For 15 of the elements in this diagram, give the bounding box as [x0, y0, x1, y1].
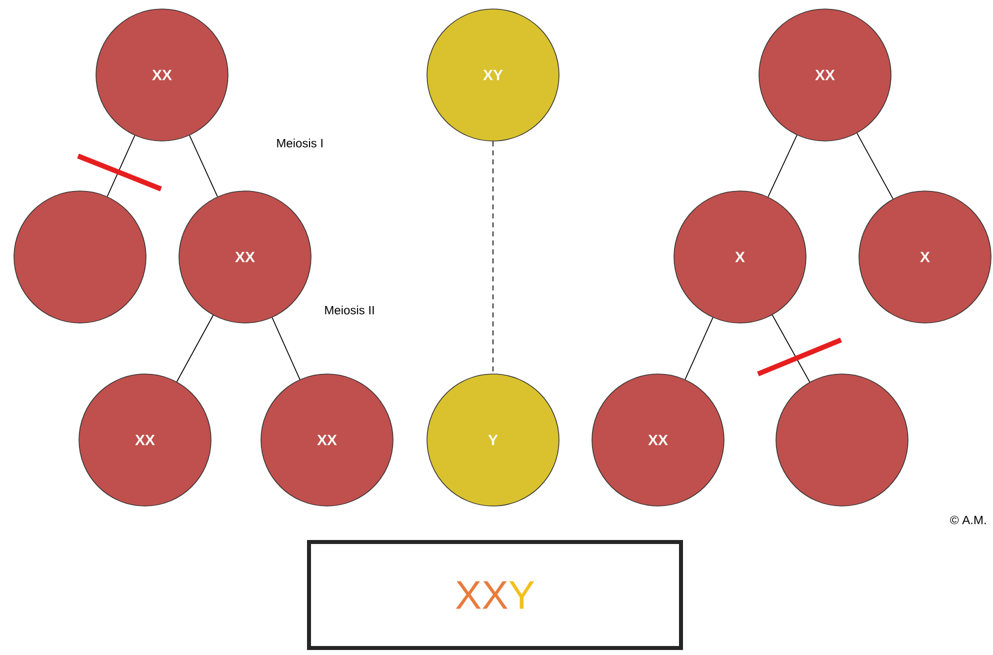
cell-circle [776, 374, 908, 506]
connector-line [272, 317, 300, 380]
connector-line [176, 314, 214, 382]
stage-label: Meiosis I [277, 138, 322, 148]
dashed-line [492, 140, 494, 374]
connector-line [772, 314, 810, 382]
cell-circle [14, 190, 146, 324]
connector-line [189, 134, 218, 198]
connector-line [684, 317, 714, 380]
connector-line [768, 134, 798, 198]
stage-label: Meiosis II [325, 306, 374, 314]
connector-line [106, 135, 136, 197]
connector-line [856, 132, 894, 200]
stage-label: © A.M. [950, 516, 986, 524]
result-box: XXY [307, 540, 683, 650]
